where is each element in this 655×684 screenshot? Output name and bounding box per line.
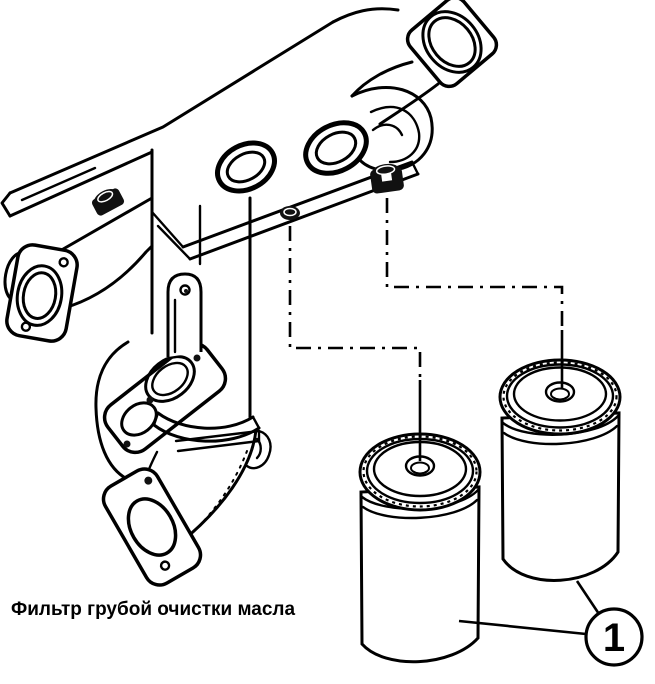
mounting-flange-left <box>3 243 79 343</box>
outlet-flange <box>101 467 203 587</box>
manifold-arm-top <box>350 60 440 126</box>
arm-nut <box>91 188 125 216</box>
manifold-end-cap <box>350 86 434 172</box>
callout-circle <box>584 607 644 667</box>
figure-caption: Фильтр грубой очистки масла <box>11 599 296 620</box>
oil-filter-rear <box>498 358 622 582</box>
manifold-arm-left <box>56 196 154 310</box>
filter-thread-hole <box>544 381 576 403</box>
ring-port-rear <box>303 120 369 176</box>
callout-number: 1 <box>603 616 625 660</box>
mounting-bracket <box>94 272 228 484</box>
oil-port-plug <box>370 163 404 194</box>
outlet-elbow <box>146 411 272 545</box>
ring-port-front <box>215 140 277 194</box>
callout-1: 1 <box>458 580 644 667</box>
dash-dot-leader-lines <box>288 198 564 461</box>
oil-port-boss <box>280 206 300 220</box>
oil-filter-front <box>358 432 482 664</box>
manifold-beam <box>0 7 400 218</box>
mounting-flange-top <box>405 0 499 89</box>
exhaust-manifold-assembly <box>0 0 499 587</box>
